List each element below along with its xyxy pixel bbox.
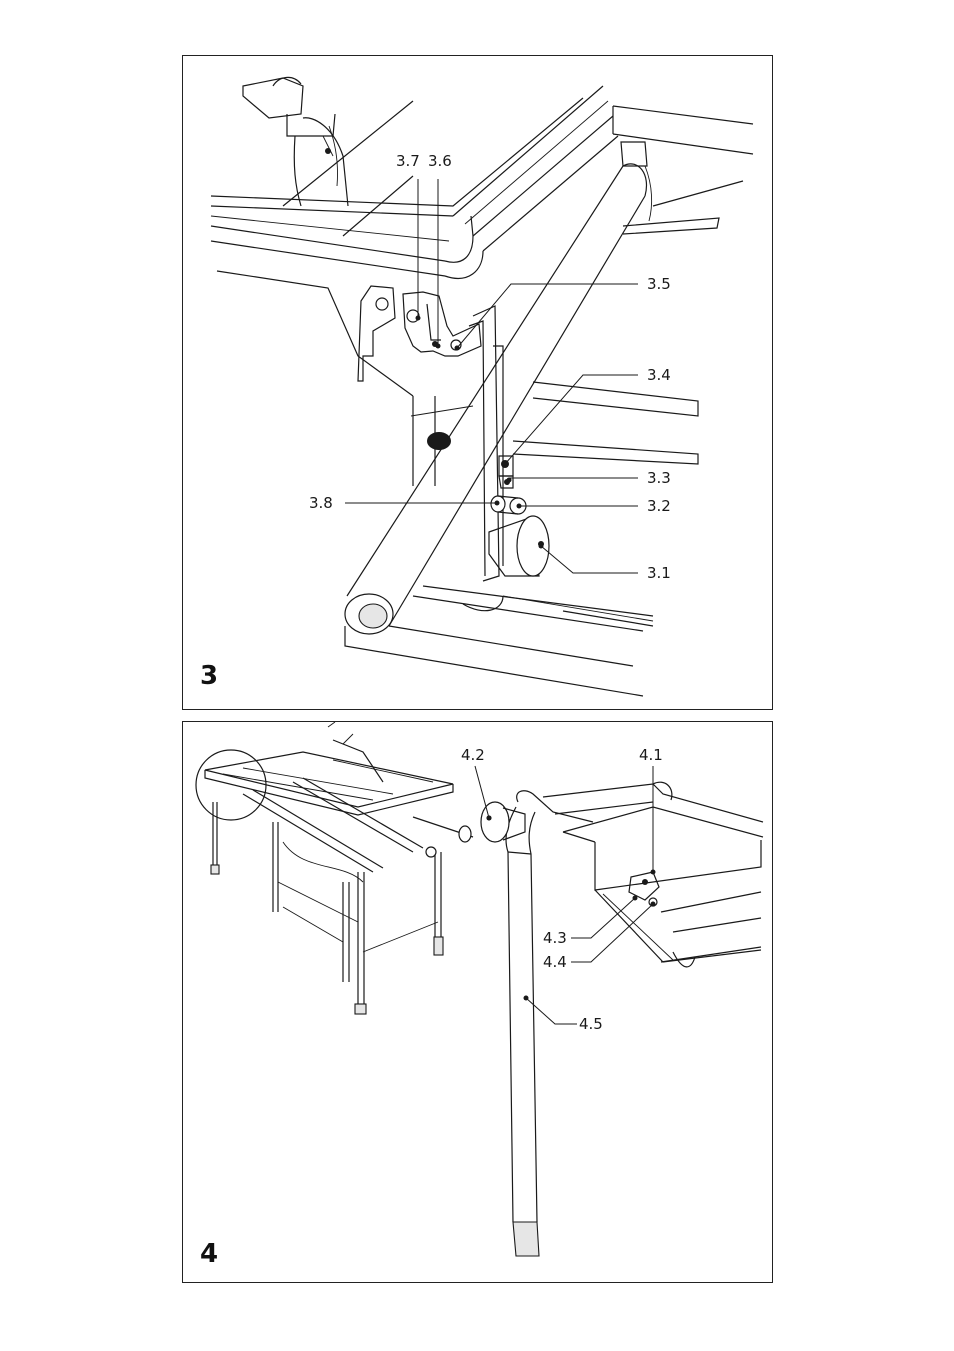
blade-guard-illustration xyxy=(243,77,348,206)
callout-3-5: 3.5 xyxy=(647,275,671,293)
figure-4-drawing: 4.2 4.1 4.3 4.4 4.5 4 xyxy=(183,722,774,1284)
saw-table-overview-illustration xyxy=(196,722,473,1014)
callout-3-3: 3.3 xyxy=(647,469,671,487)
table-corner-closeup-illustration xyxy=(481,782,763,1256)
table-surface-illustration xyxy=(211,86,618,278)
callout-4-4: 4.4 xyxy=(543,953,567,971)
callout-3-8: 3.8 xyxy=(309,494,333,512)
callout-3-1: 3.1 xyxy=(647,564,671,582)
callout-4-3: 4.3 xyxy=(543,929,567,947)
callout-3-2: 3.2 xyxy=(647,497,671,515)
base-rail-illustration xyxy=(345,586,653,696)
callout-3-4: 3.4 xyxy=(647,366,671,384)
support-upright-illustration xyxy=(217,271,698,581)
callout-4-1: 4.1 xyxy=(639,746,663,764)
figure-4-number: 4 xyxy=(200,1239,218,1269)
callout-4-5: 4.5 xyxy=(579,1015,603,1033)
figure-3-drawing: 3.7 3.6 3.5 3.4 3.3 3.2 3.8 3.1 3 xyxy=(183,56,774,711)
figure-3-number: 3 xyxy=(200,661,218,691)
callout-3-7: 3.7 xyxy=(396,152,420,170)
leader-lines xyxy=(345,179,638,573)
figure-3-panel: 3.7 3.6 3.5 3.4 3.3 3.2 3.8 3.1 3 xyxy=(182,55,773,710)
figure-4-panel: 4.2 4.1 4.3 4.4 4.5 4 xyxy=(182,721,773,1283)
callout-4-2: 4.2 xyxy=(461,746,485,764)
callout-3-6: 3.6 xyxy=(428,152,452,170)
fence-bracket-illustration xyxy=(358,286,481,381)
